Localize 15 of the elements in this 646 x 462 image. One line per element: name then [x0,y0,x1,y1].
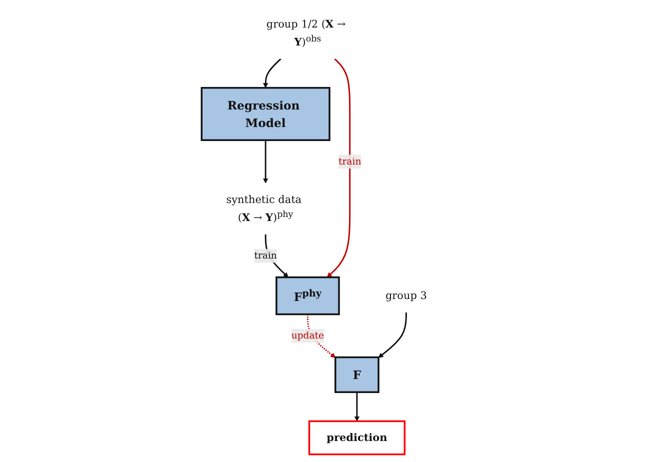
arrow [354,392,360,422]
node-text: synthetic data (X → Y)$^{phy}$ [226,194,302,224]
edge-label: train [338,156,362,167]
node-text: group 3 [385,290,427,302]
node-box: Regression Model [200,86,330,142]
node-box: F$^{phy}$ [276,276,340,316]
arrow [378,312,407,358]
node-text: group 1/2 (X → Y)$^{obs}$ [266,18,346,48]
edge-label: train [254,250,277,262]
arrow [263,58,282,88]
arrow [263,140,268,184]
node-box: F [334,356,380,394]
node-box: prediction [308,420,406,456]
arrow [326,58,351,278]
edge-label: update [291,330,324,342]
